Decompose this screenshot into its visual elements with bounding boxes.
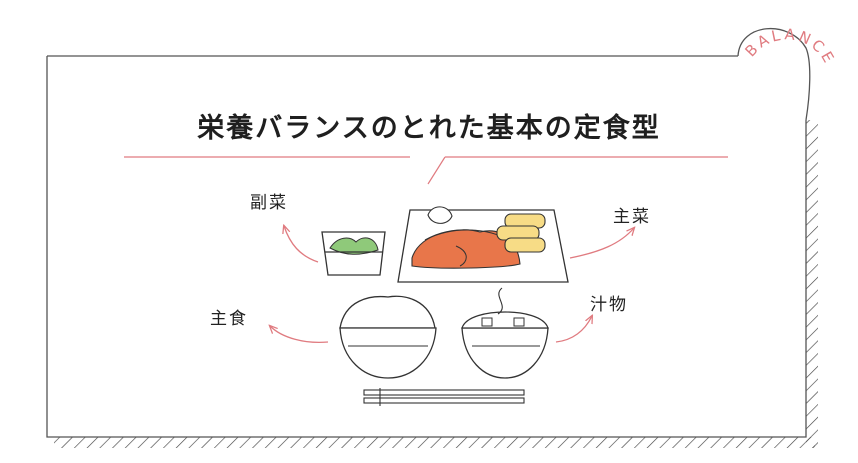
label-soup: 汁物 [590, 295, 628, 315]
label-staple: 主食 [210, 309, 248, 329]
steam-icon [497, 287, 503, 315]
title-underline [124, 156, 728, 185]
page-title: 栄養バランスのとれた基本の定食型 [197, 113, 661, 144]
arrow-to-staple [270, 326, 329, 344]
greens-icon [329, 237, 379, 255]
radish-icon [427, 206, 453, 224]
label-main-dish: 主菜 [613, 207, 651, 227]
frame-shadow [54, 120, 818, 448]
tamagoyaki-icon [496, 213, 546, 253]
label-side-dish: 副菜 [250, 193, 288, 213]
frame-border [46, 55, 807, 438]
main-dish-plate [397, 206, 569, 283]
rice-bowl [339, 295, 437, 379]
soup-bowl [461, 287, 549, 379]
arrow-to-side-dish [284, 226, 319, 263]
side-dish-bowl [321, 231, 386, 276]
arrow-to-soup [555, 316, 592, 343]
chopsticks-icon [363, 388, 525, 406]
arrow-to-main-dish [569, 228, 634, 259]
arrows [270, 226, 634, 344]
